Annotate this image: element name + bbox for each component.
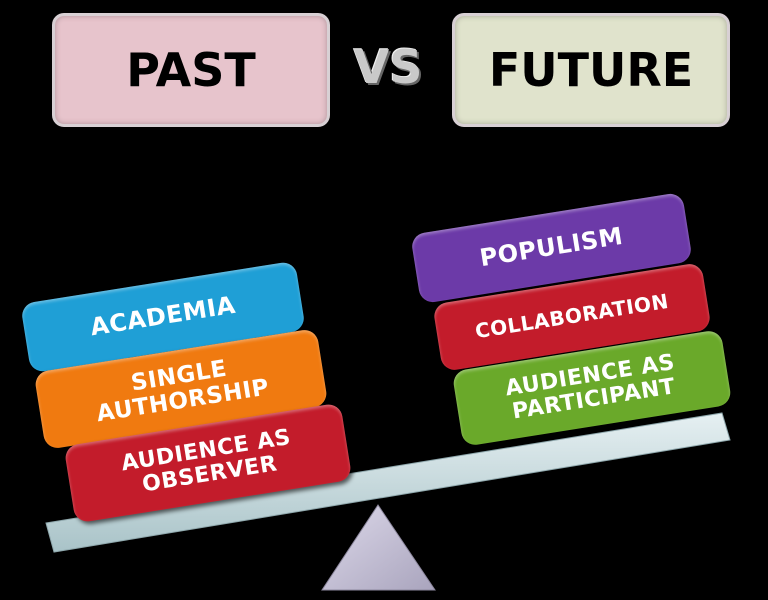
- future-title: FUTURE: [488, 43, 694, 97]
- past-item-label: ACADEMIA: [88, 290, 238, 342]
- future-item-label: POPULISM: [477, 221, 625, 273]
- future-title-box: FUTURE: [452, 13, 730, 127]
- vs-label: VS: [353, 40, 423, 94]
- past-title-box: PAST: [52, 13, 330, 127]
- fulcrum: [321, 504, 436, 591]
- beam: [45, 412, 731, 553]
- future-item-label: COLLABORATION: [473, 289, 671, 344]
- past-title: PAST: [126, 43, 256, 97]
